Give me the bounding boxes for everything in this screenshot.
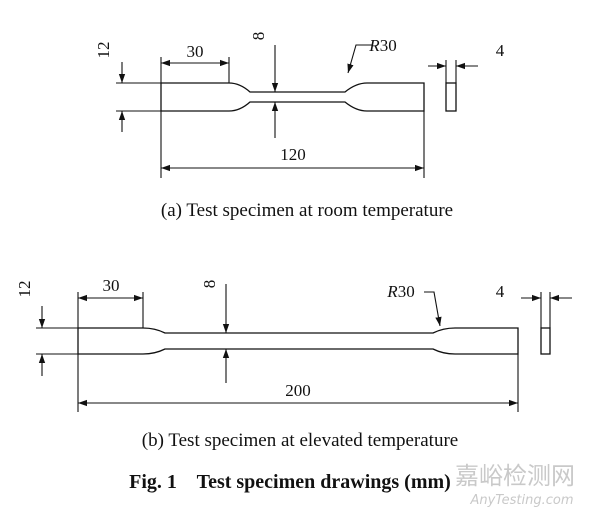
specimen-a-width-label: 12 [94,42,113,59]
specimen-b-caption: (b) Test specimen at elevated temperatur… [142,430,458,451]
specimen-b-grip-label: 30 [103,276,120,295]
specimen-a-side-view: 4 [428,41,505,112]
specimen-b-drawing: 12 30 8 R30 200 [15,276,572,451]
specimen-a-side-rect [445,82,457,112]
specimen-a-length-dimension: 120 [160,111,425,178]
specimen-b-gauge-label: 8 [200,280,219,289]
specimen-a-grip-dimension: 30 [160,42,230,83]
specimen-b-radius-callout: R30 [386,282,442,327]
specimen-a-grip-label: 30 [187,42,204,61]
specimen-b-side-rect [540,327,551,355]
watermark: 嘉峪检测网 AnyTesting.com [455,462,575,508]
specimen-a-drawing: 12 30 8 R30 120 [94,32,505,221]
specimen-a-thickness-label: 4 [496,41,505,60]
watermark-chinese: 嘉峪检测网 [455,462,575,490]
specimen-a-length-label: 120 [280,145,306,164]
specimen-b-outline [77,327,519,355]
specimen-a-gauge-dimension: 8 [249,32,279,138]
watermark-latin: AnyTesting.com [469,493,573,508]
specimen-b-length-dimension: 200 [77,354,519,412]
specimen-b-side-view: 4 [496,282,572,355]
specimen-a-gauge-label: 8 [249,32,268,41]
specimen-b-grip-dimension: 30 [77,276,144,328]
specimen-b-radius-label: R30 [386,282,414,301]
specimen-b-length-label: 200 [285,381,311,400]
specimen-b-width-dimension: 12 [15,281,78,376]
specimen-a-outline [160,82,425,112]
specimen-a-radius-label: R30 [368,36,396,55]
specimen-a-caption: (a) Test specimen at room temperature [161,200,453,221]
specimen-b-width-label: 12 [15,281,34,298]
specimen-b-thickness-label: 4 [496,282,505,301]
specimen-b-gauge-dimension: 8 [200,280,230,383]
specimen-a-width-dimension: 12 [94,42,161,132]
specimen-a-radius-callout: R30 [347,36,397,74]
figure-caption: Fig. 1 Test specimen drawings (mm) [129,471,451,493]
